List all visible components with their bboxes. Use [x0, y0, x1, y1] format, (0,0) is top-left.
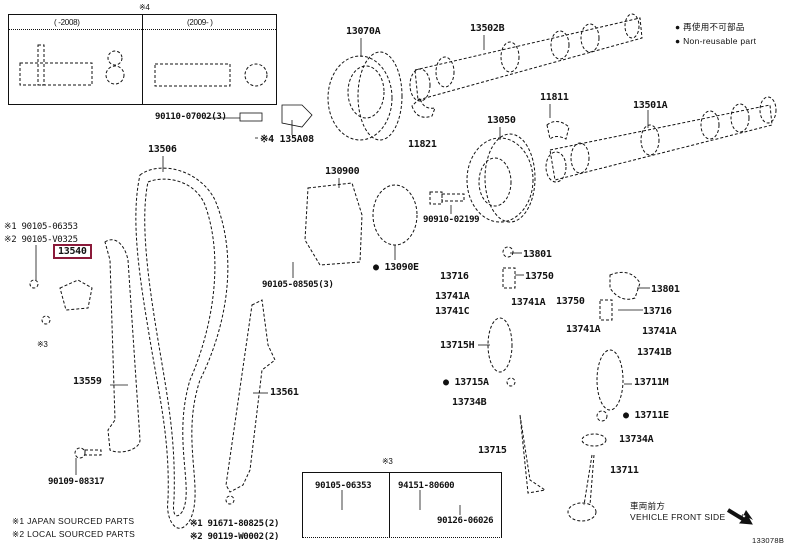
part-13561[interactable]: 13561 [270, 387, 299, 398]
part-13711E[interactable]: ● 13711E [623, 410, 669, 421]
part-13750-right[interactable]: 13750 [556, 296, 585, 307]
part-13741A-3[interactable]: 13741A [566, 324, 601, 335]
part-13711E-text: 13711E [634, 410, 669, 421]
part-13715[interactable]: 13715 [478, 445, 507, 456]
direction-en: VEHICLE FRONT SIDE [630, 512, 726, 522]
part-13090E-text: 13090E [384, 262, 419, 273]
part-13540-highlighted[interactable]: 13540 [53, 244, 92, 259]
part-90105-V0325-local[interactable]: ※2 90105-V0325 [4, 235, 78, 245]
part-13716-right[interactable]: 13716 [643, 306, 672, 317]
footnote-local-sourced: ※2 LOCAL SOURCED PARTS [12, 529, 136, 539]
part-90105-06353-jp[interactable]: ※1 90105-06353 [4, 222, 78, 232]
part-13715H[interactable]: 13715H [440, 340, 475, 351]
model-year-box: ( -2008) (2009- ) [8, 14, 277, 105]
part-13741A-1[interactable]: 13741A [435, 291, 470, 302]
top-box-note: ※4 [139, 3, 150, 12]
part-90126-06026[interactable]: 90126-06026 [437, 516, 494, 526]
part-13711M[interactable]: 13711M [634, 377, 669, 388]
box-divider [389, 473, 390, 537]
part-91671-80825[interactable]: ※1 91671-80825(2) [190, 519, 280, 529]
direction-jp: 車両前方 [630, 501, 666, 511]
part-13716-left[interactable]: 13716 [440, 271, 469, 282]
part-13502B[interactable]: 13502B [470, 23, 505, 34]
part-13734A[interactable]: 13734A [619, 434, 654, 445]
legend-en-text: Non-reusable part [683, 36, 757, 46]
box-header-rule [9, 29, 276, 30]
footnote-japan-sourced: ※1 JAPAN SOURCED PARTS [12, 516, 135, 526]
box-divider [142, 15, 143, 104]
part-13801-left[interactable]: 13801 [523, 249, 552, 260]
part-13506[interactable]: 13506 [148, 144, 177, 155]
part-11811[interactable]: 11811 [540, 92, 569, 103]
part-13741A-4[interactable]: 13741A [642, 326, 677, 337]
part-13801-right[interactable]: 13801 [651, 284, 680, 295]
part-13741C[interactable]: 13741C [435, 306, 470, 317]
part-90910-02199[interactable]: 90910-02199 [423, 215, 480, 225]
part-13090E[interactable]: ● 13090E [373, 262, 419, 273]
bottom-box-note: ※3 [382, 457, 393, 466]
part-90105-08505[interactable]: 90105-08505(3) [262, 280, 334, 290]
part-11821[interactable]: 11821 [408, 139, 437, 150]
part-13715A[interactable]: ● 13715A [443, 377, 489, 388]
legend-jp-text: 再使用不可部品 [683, 22, 745, 32]
part-94151-80600[interactable]: 94151-80600 [398, 481, 455, 491]
part-130900[interactable]: 130900 [325, 166, 360, 177]
bolt-options-box: 90105-06353 94151-80600 90126-06026 [302, 472, 502, 538]
legend-jp: ● 再使用不可部品 [675, 22, 745, 32]
part-90109-08317[interactable]: 90109-08317 [48, 477, 105, 487]
part-13501A[interactable]: 13501A [633, 100, 668, 111]
note-3-bolt: ※3 [37, 340, 48, 349]
box-left-header: ( -2008) [54, 18, 80, 27]
box-right-header: (2009- ) [187, 18, 213, 27]
legend-en: ● Non-reusable part [675, 36, 757, 46]
part-13050[interactable]: 13050 [487, 115, 516, 126]
part-13741A-2[interactable]: 13741A [511, 297, 546, 308]
part-13715A-text: 13715A [454, 377, 489, 388]
part-13559[interactable]: 13559 [73, 376, 102, 387]
part-90105-06353-box[interactable]: 90105-06353 [315, 481, 372, 491]
part-13741B[interactable]: 13741B [637, 347, 672, 358]
part-13734B[interactable]: 13734B [452, 397, 487, 408]
diagram-id: 133078B [752, 536, 785, 545]
part-13750-left[interactable]: 13750 [525, 271, 554, 282]
part-13711[interactable]: 13711 [610, 465, 639, 476]
part-90119-W0002[interactable]: ※2 90119-W0002(2) [190, 532, 280, 542]
part-135A08[interactable]: ※4 135A08 [260, 134, 314, 145]
part-13070A[interactable]: 13070A [346, 26, 381, 37]
part-90110-07002[interactable]: 90110-07002(3) [155, 112, 227, 122]
